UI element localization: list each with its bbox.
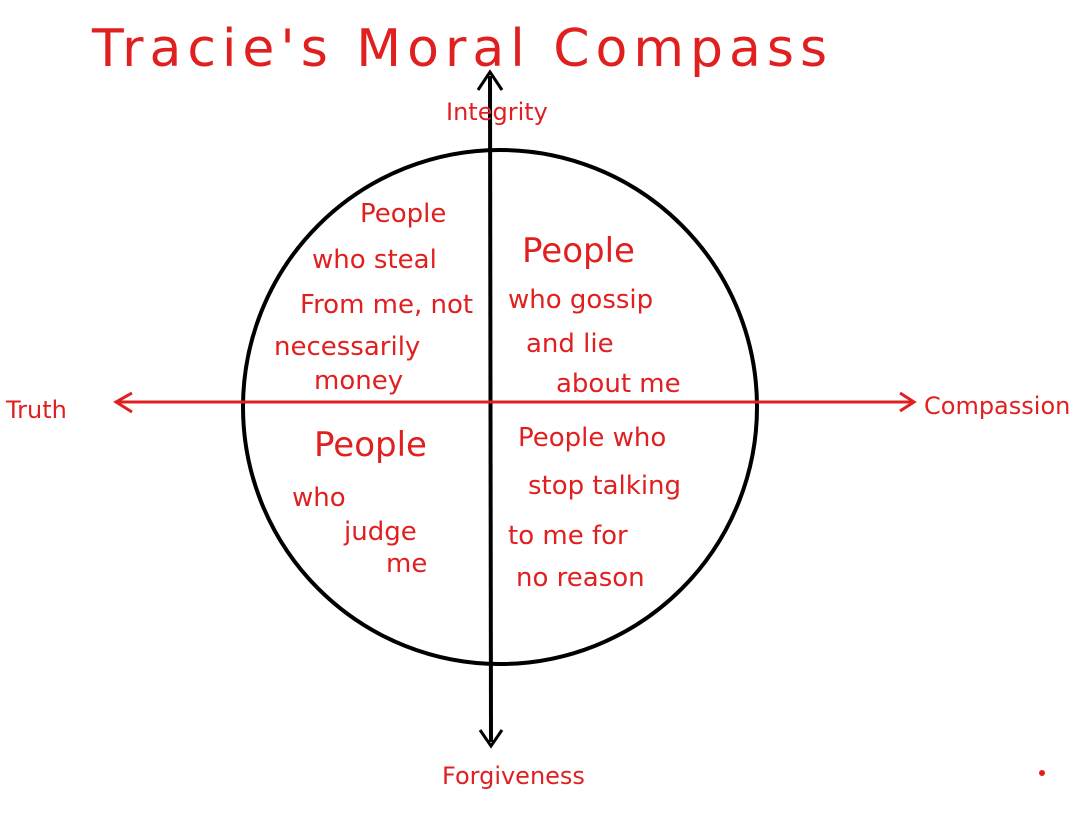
quadrant-bottom-left: People who judge me <box>292 425 427 579</box>
quadrant-top-left: People who steal From me, not necessaril… <box>274 199 473 396</box>
quadrant-line: who steal <box>312 245 437 275</box>
quadrant-line: stop talking <box>528 471 681 501</box>
axis-label-truth: Truth <box>5 396 67 424</box>
axis-label-forgiveness: Forgiveness <box>442 762 585 790</box>
quadrant-line: judge <box>343 517 417 547</box>
compass-circle <box>241 148 759 666</box>
quadrant-line: no reason <box>516 563 645 593</box>
quadrant-line: money <box>314 366 403 396</box>
arrow-left-icon <box>113 391 133 414</box>
arrow-down-icon <box>478 729 504 749</box>
diagram-title: Tracie's Moral Compass <box>91 19 833 79</box>
ink-dot <box>1039 770 1045 776</box>
quadrant-top-right: People who gossip and lie about me <box>508 231 681 399</box>
quadrant-line: necessarily <box>274 332 420 362</box>
arrow-right-icon <box>899 391 917 413</box>
quadrant-line: to me for <box>508 521 628 551</box>
quadrant-line: who gossip <box>508 285 653 315</box>
quadrant-line: me <box>386 549 427 579</box>
quadrant-line: about me <box>556 369 681 399</box>
axis-label-integrity: Integrity <box>446 98 548 126</box>
quadrant-line: and lie <box>526 329 614 359</box>
quadrant-line: People <box>522 231 635 271</box>
quadrant-line: People <box>314 425 427 465</box>
quadrant-line: People who <box>518 423 666 453</box>
vertical-axis <box>476 69 504 749</box>
arrow-up-icon <box>476 69 504 91</box>
horizontal-axis <box>113 391 917 414</box>
quadrant-line: From me, not <box>300 290 473 320</box>
quadrant-line: People <box>360 199 446 229</box>
axis-label-compassion: Compassion <box>924 392 1070 420</box>
quadrant-bottom-right: People who stop talking to me for no rea… <box>508 423 681 593</box>
quadrant-line: who <box>292 483 346 513</box>
